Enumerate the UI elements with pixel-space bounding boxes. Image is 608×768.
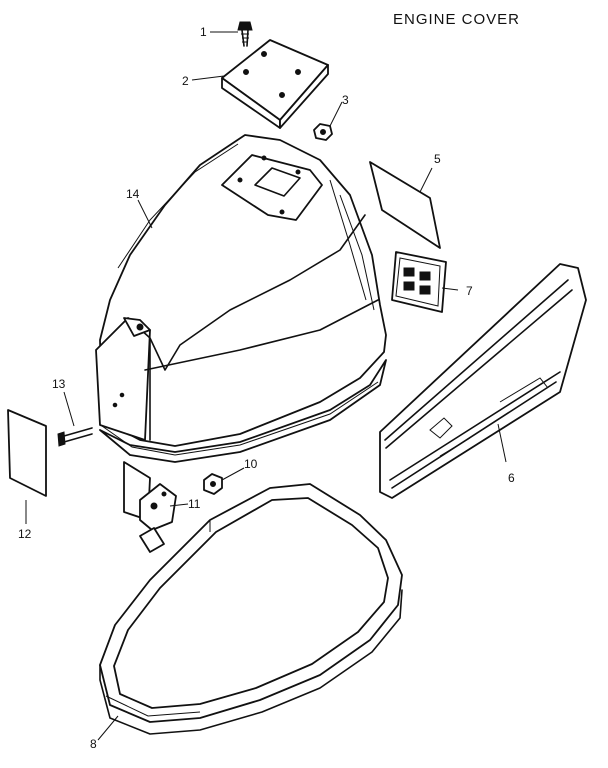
callout-8: 8 [90,737,97,751]
leader-lines [25,31,507,741]
callout-14: 14 [126,187,140,201]
part-2-top-plate [221,39,329,129]
callout-6: 6 [508,471,515,485]
part-8-lower-seal [99,483,403,735]
callout-10: 10 [244,457,258,471]
callout-12: 12 [18,527,32,541]
callout-2: 2 [182,74,189,88]
diagram-title: ENGINE COVER [393,11,520,28]
callout-1: 1 [200,25,207,39]
part-7-control-label [391,251,447,313]
callout-labels: 1 2 3 5 6 7 8 10 11 12 13 14 [18,25,515,751]
callout-11: 11 [188,497,201,511]
part-14-engine-cover-hood [95,134,387,463]
part-11-latch [123,461,177,553]
part-10-nut [203,473,223,495]
part-5-decal [369,161,441,249]
part-13-screw [57,427,93,447]
part-1-screw [237,21,253,47]
part-3-nut [313,123,333,141]
callout-3: 3 [342,93,349,107]
part-6-side-decal [379,263,587,499]
callout-13: 13 [52,377,66,391]
callout-5: 5 [434,152,441,166]
part-12-label [7,409,47,497]
callout-7: 7 [466,284,473,298]
